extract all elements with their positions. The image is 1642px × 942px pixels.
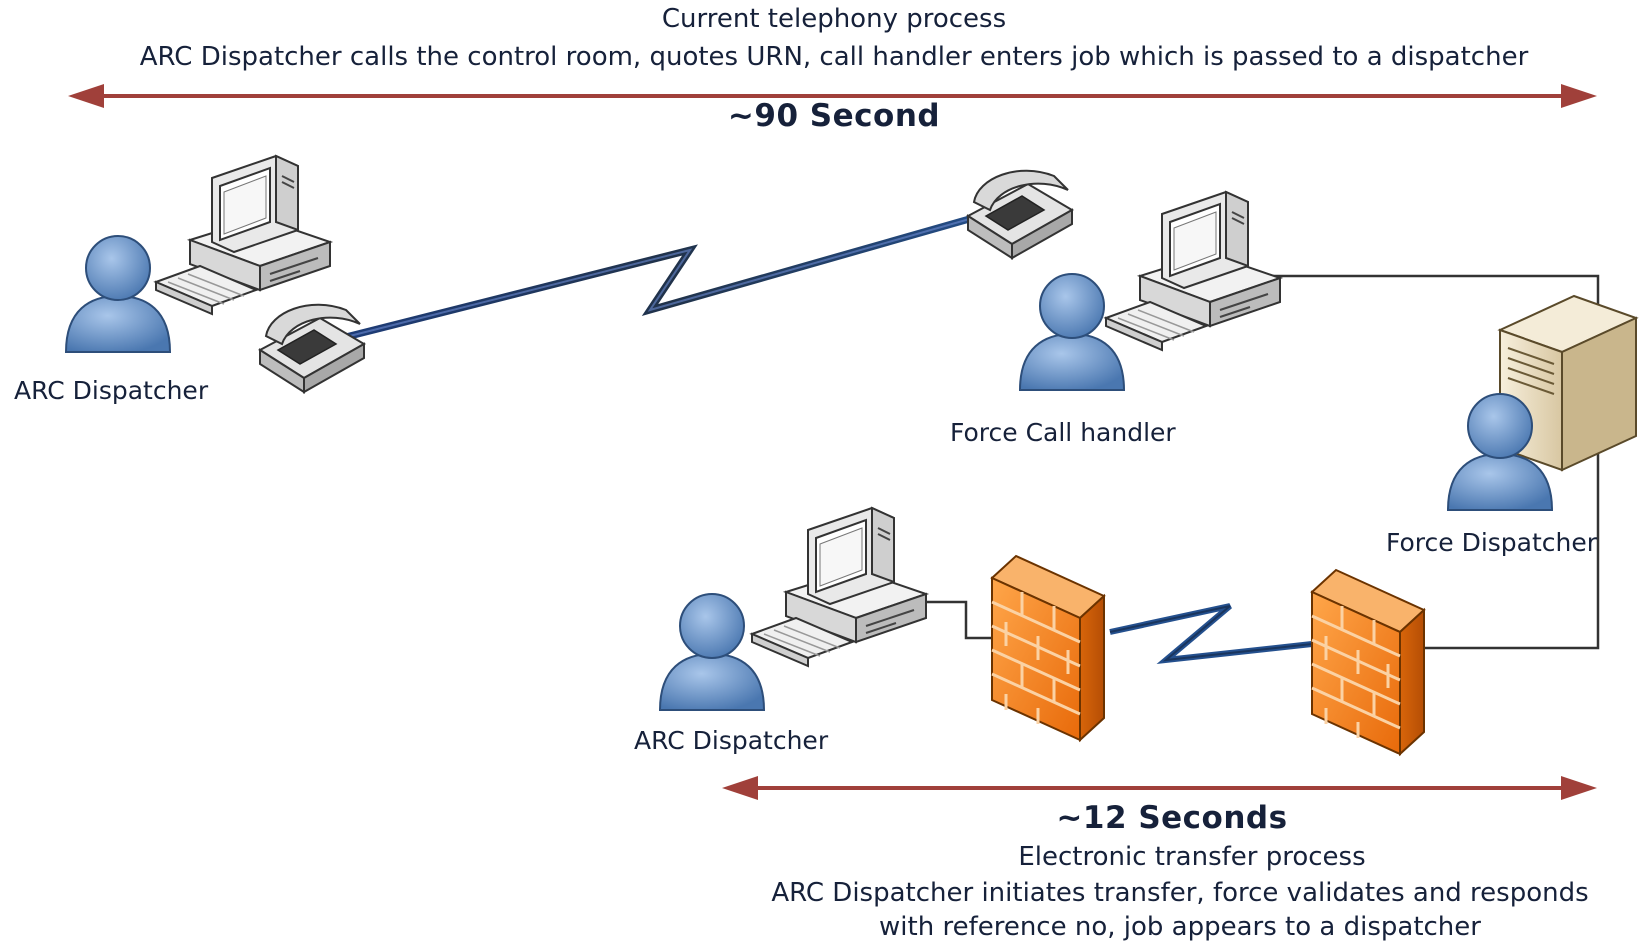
bottom-duration-arrow [722,776,1597,800]
arc-dispatcher-bottom-person-icon [659,593,765,711]
arc-dispatcher-top-computer-icon [155,155,331,315]
force-call-handler-label: Force Call handler [950,418,1176,447]
bottom-process-title: Electronic transfer process [1018,842,1366,872]
force-dispatcher-label: Force Dispatcher [1386,528,1598,557]
electronic-link [1109,603,1313,665]
arc-dispatcher-bottom-label: ARC Dispatcher [634,726,829,755]
arc-dispatcher-bottom-computer-icon [751,507,927,667]
firewall-left-icon [990,554,1106,742]
top-process-title: Current telephony process [661,4,1007,34]
top-duration-arrow [68,84,1597,108]
bottom-process-description-line2: with reference no, job appears to a disp… [879,912,1481,942]
telephony-link [317,200,1023,348]
bottom-process-description-line1: ARC Dispatcher initiates transfer, force… [771,878,1589,908]
arc-dispatcher-top-person-icon [65,235,171,353]
bottom-process-duration: ~12 Seconds [1056,800,1288,836]
force-call-handler-person-icon [1019,273,1125,391]
top-process-description: ARC Dispatcher calls the control room, q… [139,42,1529,72]
top-process-duration: ~90 Second [727,98,941,134]
force-call-handler-phone-icon [967,169,1073,259]
force-call-handler-computer-icon [1105,191,1281,351]
arc-dispatcher-top-label: ARC Dispatcher [14,376,209,405]
firewall-right-icon [1310,568,1426,756]
arc-dispatcher-top-phone-icon [259,303,365,393]
